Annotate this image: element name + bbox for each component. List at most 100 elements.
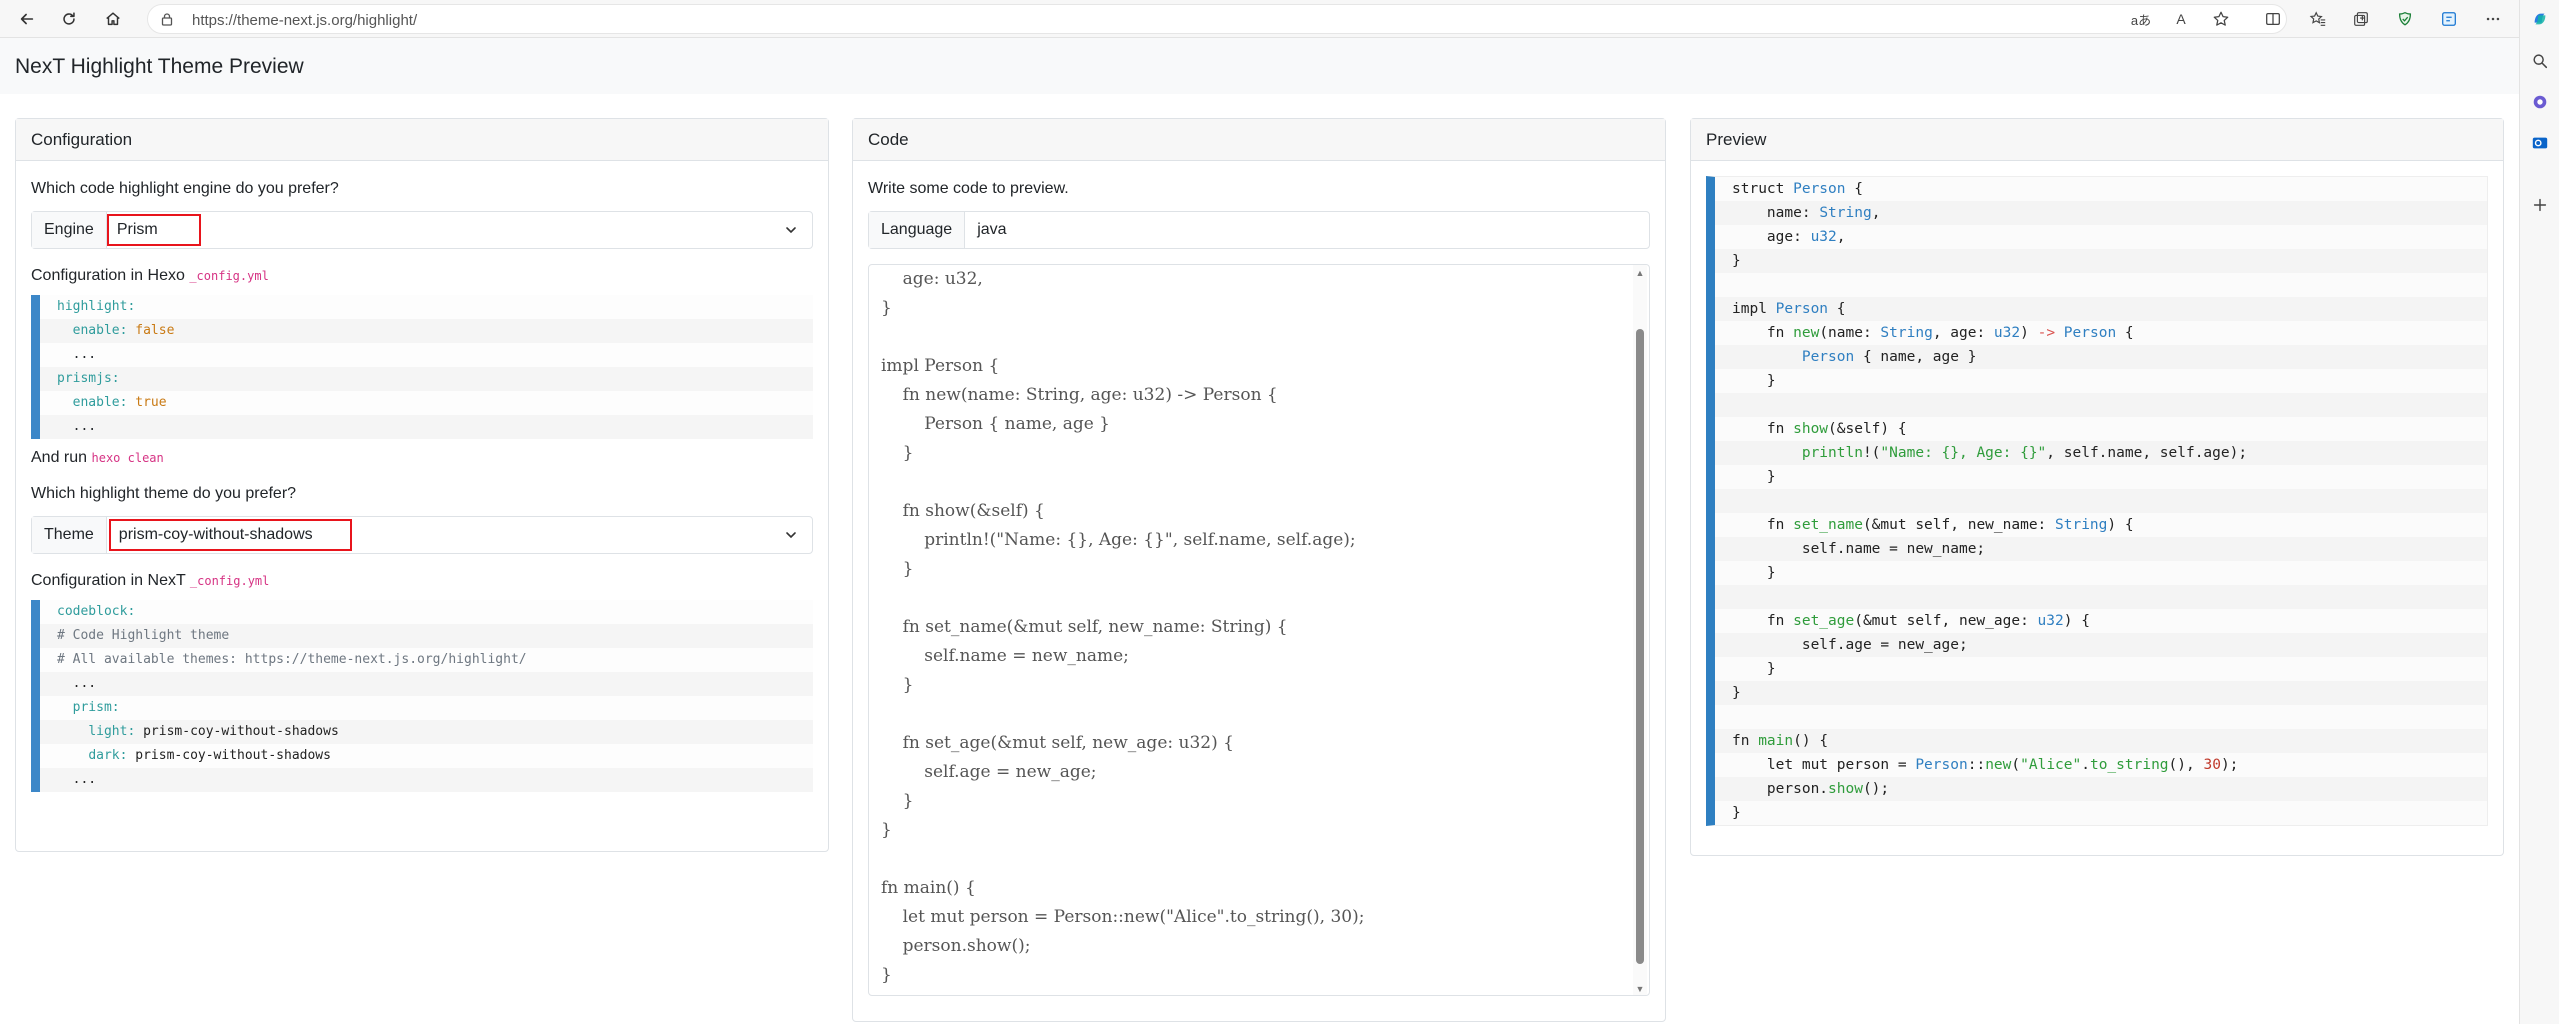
preview-line: } [1715,681,2487,705]
engine-question: Which code highlight engine do you prefe… [31,180,339,197]
preview-line: fn set_name(&mut self, new_name: String)… [1732,517,2134,533]
chevron-down-icon [786,532,796,539]
next-config-caption: Configuration in NexT _config.yml [31,572,813,590]
preview-line: self.name = new_name; [1715,537,2487,561]
editor-line: } [881,443,914,463]
preview-line: } [1732,565,1776,581]
editor-line: self.name = new_name; [881,646,1129,666]
code-line: highlight: [57,299,136,314]
theme-question: Which highlight theme do you prefer? [31,485,297,502]
back-icon[interactable] [14,6,40,32]
refresh-icon[interactable] [56,6,82,32]
favorites-icon[interactable] [2305,6,2331,32]
language-label: Language [869,212,966,248]
theme-select[interactable]: Theme prism-coy-without-shadows [31,516,813,554]
preview-line [1715,705,2487,729]
hexo-config-caption: Configuration in Hexo _config.yml [31,267,813,285]
next-config-file: _config.yml [189,574,270,588]
more-menu-icon[interactable] [2480,6,2506,32]
add-icon[interactable] [2530,195,2550,215]
preview-line: self.age = new_age; [1715,633,2487,657]
apps-icon[interactable] [2530,92,2550,112]
read-aloud-icon[interactable]: aあ [2130,12,2152,28]
chevron-down-icon [786,227,796,234]
hexo-config-file: _config.yml [189,269,269,283]
search-icon[interactable] [2530,51,2550,71]
editor-line: fn main() { [881,878,976,898]
engine-select[interactable]: Engine Prism [31,211,813,249]
editor-line: person.show(); [881,936,1031,956]
preview-line: name: String, [1715,201,2487,225]
scroll-up-icon[interactable]: ▲ [1635,268,1645,278]
editor-line: age: u32, [881,269,983,289]
page: NexT Highlight Theme Preview Configurati… [0,38,2519,1024]
code-line: enable: true [72,395,167,410]
editor-line: } [881,791,914,811]
code-editor[interactable]: age: u32,} impl Person { fn new(name: Str… [868,264,1650,996]
preview-line: impl Person { [1715,297,2487,321]
language-input-group: Language java [868,211,1650,249]
preview-line: } [1732,805,1741,821]
editor-line: self.age = new_age; [881,762,1097,782]
next-config-codeblock: codeblock:# Code Highlight theme# All av… [31,600,813,792]
editor-line: let mut person = Person::new("Alice".to_… [881,907,1365,927]
page-title: NexT Highlight Theme Preview [15,55,304,78]
preview-line: let mut person = Person::new("Alice".to_… [1732,757,2239,773]
favorite-star-icon[interactable] [2208,6,2234,32]
code-line: light: prism-coy-without-shadows [40,720,813,744]
editor-line [881,468,1364,497]
preview-line: person.show(); [1715,777,2487,801]
preview-line: } [1715,249,2487,273]
scroll-down-icon[interactable]: ▼ [1635,984,1645,994]
engine-select-field[interactable]: Prism [106,212,812,248]
editor-line: fn new(name: String, age: u32) -> Person… [881,385,1278,405]
copilot-icon[interactable] [2530,9,2550,29]
code-line: prism: [72,700,120,715]
preview-line: } [1732,373,1776,389]
editor-line: } [881,675,914,695]
hexo-config-prefix: Configuration in Hexo [31,267,185,284]
preview-line [1715,273,2487,297]
address-bar[interactable]: https://theme-next.js.org/highlight/ [147,4,2287,34]
home-icon[interactable] [100,6,126,32]
text-size-icon[interactable]: A [2176,11,2186,27]
preview-line: fn main() { [1715,729,2487,753]
preview-line: fn new(name: String, age: u32) -> Person… [1732,325,2134,341]
split-screen-icon[interactable] [2260,6,2286,32]
preview-line: Person { name, age } [1715,345,2487,369]
language-input[interactable]: java [977,221,1007,238]
extensions-icon[interactable] [2436,6,2462,32]
preview-line: struct Person { [1732,181,1863,197]
preview-line: } [1732,661,1776,677]
editor-scrollbar[interactable]: ▲ ▼ [1633,265,1647,995]
preview-line: } [1732,469,1776,485]
code-line: ... [40,672,813,696]
editor-line [881,700,1364,729]
engine-value: Prism [106,214,201,246]
editor-line: println!("Name: {}, Age: {}", self.name,… [881,530,1356,550]
scroll-thumb[interactable] [1636,329,1644,964]
code-card: Code Write some code to preview. Languag… [852,118,1666,1022]
code-line: # Code Highlight theme [40,624,813,648]
configuration-card-header: Configuration [16,119,828,161]
code-line: prismjs: [40,367,813,391]
editor-line: fn set_age(&mut self, new_age: u32) { [881,733,1234,753]
run-prefix: And run [31,449,88,466]
preview-codeblock: struct Person { name: String, age: u32,}… [1706,176,2488,826]
outlook-icon[interactable] [2530,133,2550,153]
code-line: dark: prism-coy-without-shadows [88,748,331,763]
next-config-prefix: Configuration in NexT [31,572,186,589]
editor-line [881,845,1364,874]
editor-line: fn set_name(&mut self, new_name: String)… [881,617,1288,637]
browser-essentials-icon[interactable] [2392,6,2418,32]
code-card-header: Code [853,119,1665,161]
editor-line: impl Person { [881,356,1000,376]
code-editor-content[interactable]: age: u32,} impl Person { fn new(name: Str… [881,265,1364,990]
theme-select-field[interactable]: prism-coy-without-shadows [107,517,812,553]
preview-card: Preview struct Person { name: String, ag… [1690,118,2504,856]
theme-value: prism-coy-without-shadows [108,519,352,551]
editor-line: Person { name, age } [881,414,1110,434]
preview-card-header: Preview [1691,119,2503,161]
editor-line: } [881,559,914,579]
collections-icon[interactable] [2348,6,2374,32]
